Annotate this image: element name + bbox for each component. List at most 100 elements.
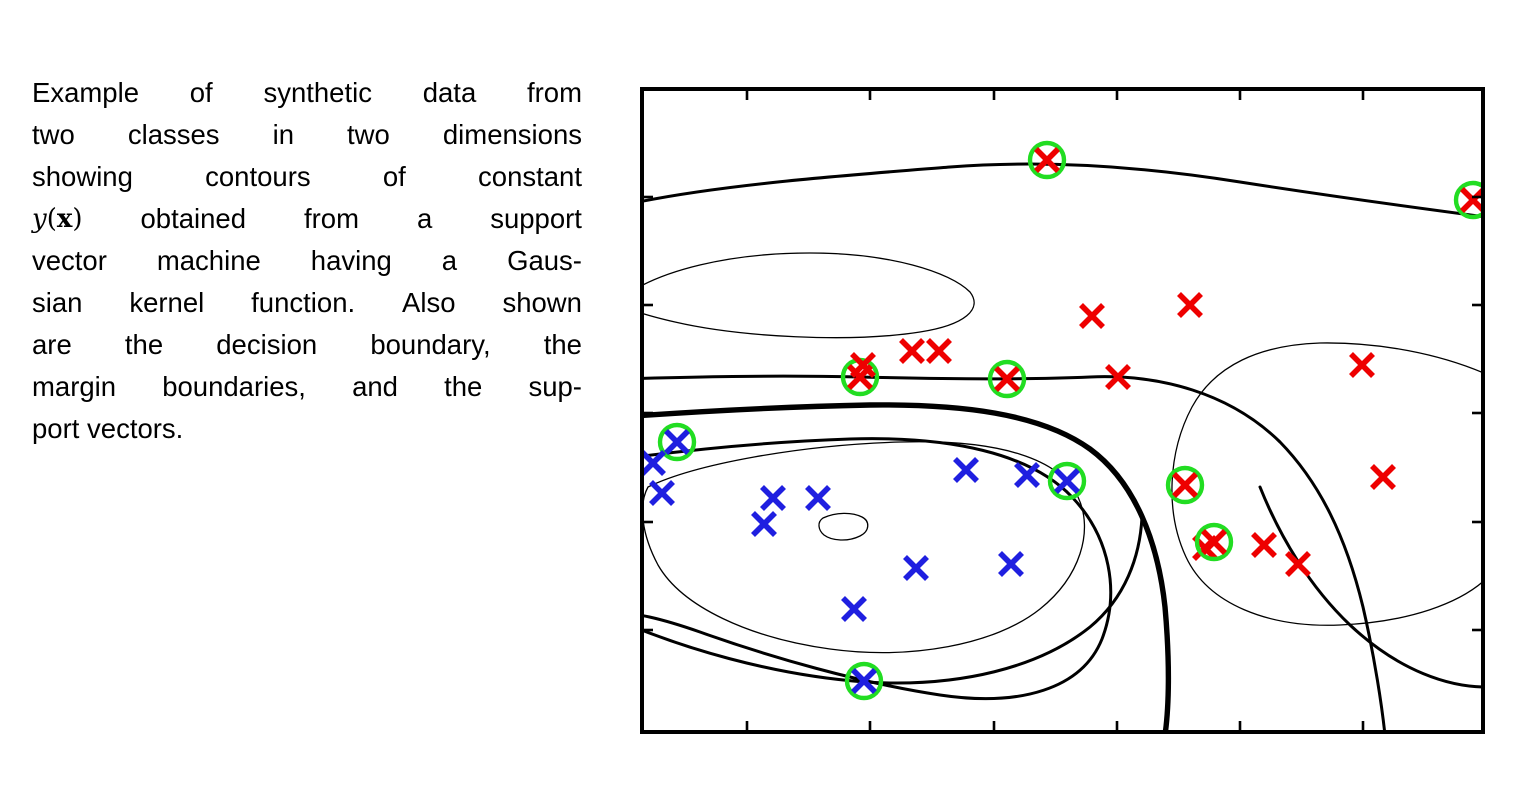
caption-word: in bbox=[272, 119, 294, 150]
contour-thin-contour-blue-inner bbox=[818, 512, 869, 541]
caption-word: two bbox=[32, 119, 75, 150]
data-point-marker bbox=[1201, 529, 1227, 555]
contour-thin-contour-upper-left bbox=[642, 252, 975, 339]
caption-line: showing contours of constant bbox=[32, 156, 582, 198]
data-point-marker bbox=[1349, 352, 1375, 378]
data-marker-layer bbox=[642, 140, 1483, 701]
caption-line: are the decision boundary, the bbox=[32, 324, 582, 366]
marker-stroke bbox=[851, 668, 877, 694]
marker-stroke bbox=[953, 457, 979, 483]
marker-stroke bbox=[642, 450, 666, 476]
data-point-marker bbox=[1054, 468, 1080, 494]
caption-word: the bbox=[444, 371, 483, 402]
caption-line: margin boundaries, and the sup- bbox=[32, 366, 582, 408]
data-point-marker bbox=[1172, 472, 1198, 498]
caption-word: synthetic bbox=[263, 77, 372, 108]
caption-word: shown bbox=[502, 287, 582, 318]
caption-word: two bbox=[347, 119, 390, 150]
marker-stroke bbox=[1177, 292, 1203, 318]
caption-word: are bbox=[32, 329, 72, 360]
data-point-marker bbox=[751, 511, 777, 537]
marker-stroke bbox=[1054, 468, 1080, 494]
data-point-marker bbox=[649, 480, 675, 506]
contour-margin-boundary-lower bbox=[642, 437, 1113, 701]
marker-stroke bbox=[850, 352, 876, 378]
contour-right-margin-lower bbox=[1258, 485, 1483, 689]
caption-word: data bbox=[422, 77, 477, 108]
marker-stroke bbox=[994, 366, 1020, 392]
contour-thin-contour-blue-outer bbox=[642, 441, 1086, 654]
data-point-marker bbox=[1034, 147, 1060, 173]
contour-layer bbox=[642, 162, 1483, 732]
svm-contour-plot bbox=[620, 87, 1486, 735]
support-vector-ring bbox=[1047, 461, 1087, 501]
caption-word: contours bbox=[205, 161, 311, 192]
caption-word: port bbox=[32, 413, 80, 444]
caption-word: sian bbox=[32, 287, 83, 318]
data-point-marker bbox=[994, 366, 1020, 392]
data-point-marker bbox=[850, 352, 876, 378]
data-point-marker bbox=[1105, 364, 1131, 390]
caption-word: of bbox=[382, 161, 406, 192]
data-point-marker bbox=[760, 485, 786, 511]
caption-line: two classes in two dimensions bbox=[32, 114, 582, 156]
caption-word: support bbox=[490, 203, 582, 234]
marker-stroke bbox=[1079, 303, 1105, 329]
caption-word: from bbox=[303, 203, 359, 234]
contour-upper-margin-boundary bbox=[642, 162, 1483, 219]
caption-word: Example bbox=[32, 77, 139, 108]
marker-stroke bbox=[1285, 551, 1311, 577]
marker-stroke bbox=[1349, 352, 1375, 378]
data-point-marker bbox=[1177, 292, 1203, 318]
plot-canvas bbox=[620, 87, 1486, 735]
caption-word: the bbox=[124, 329, 164, 360]
caption-word: sup- bbox=[528, 371, 582, 402]
caption-word: a bbox=[416, 203, 433, 234]
data-point-marker bbox=[1079, 303, 1105, 329]
marker-stroke bbox=[998, 551, 1024, 577]
marker-stroke bbox=[760, 485, 786, 511]
caption-math-yx: y(x) bbox=[32, 204, 83, 234]
support-vector-ring bbox=[1165, 465, 1205, 505]
data-point-marker bbox=[903, 555, 929, 581]
caption-word: a bbox=[441, 245, 458, 276]
marker-stroke bbox=[903, 555, 929, 581]
figure-caption: Example of synthetic data from two class… bbox=[32, 72, 582, 450]
caption-word: vector bbox=[32, 245, 107, 276]
marker-stroke bbox=[1034, 147, 1060, 173]
contour-lower-left-contour bbox=[642, 515, 1144, 685]
caption-word: function. bbox=[251, 287, 356, 318]
data-point-marker bbox=[953, 457, 979, 483]
caption-line: Example of synthetic data from bbox=[32, 72, 582, 114]
caption-word: from bbox=[527, 77, 582, 108]
axes-layer bbox=[640, 87, 1485, 734]
data-point-marker bbox=[926, 338, 952, 364]
marker-stroke bbox=[1251, 532, 1277, 558]
marker-stroke bbox=[664, 429, 690, 455]
marker-stroke bbox=[751, 511, 777, 537]
support-vector-ring bbox=[657, 422, 697, 462]
contour-thin-contour-right bbox=[1171, 342, 1483, 626]
data-point-marker bbox=[841, 596, 867, 622]
caption-word: machine bbox=[156, 245, 261, 276]
caption-word: kernel bbox=[129, 287, 205, 318]
caption-word: having bbox=[310, 245, 392, 276]
plot-frame bbox=[640, 87, 1485, 734]
data-point-marker bbox=[851, 668, 877, 694]
caption-word: Gaus- bbox=[507, 245, 582, 276]
caption-line: port vectors. bbox=[32, 408, 582, 450]
data-point-marker bbox=[1014, 462, 1040, 488]
data-point-marker bbox=[642, 450, 666, 476]
series-class-2-blue- bbox=[642, 422, 1087, 701]
data-point-marker bbox=[1251, 532, 1277, 558]
marker-stroke bbox=[1172, 472, 1198, 498]
contour-decision-boundary bbox=[642, 402, 1172, 732]
caption-line: y(x) obtained from a support bbox=[32, 198, 582, 240]
axis-ticks bbox=[642, 89, 1483, 732]
data-point-marker bbox=[1285, 551, 1311, 577]
data-point-marker bbox=[805, 485, 831, 511]
marker-stroke bbox=[899, 338, 925, 364]
caption-word: and bbox=[352, 371, 398, 402]
support-vector-ring bbox=[1027, 140, 1067, 180]
